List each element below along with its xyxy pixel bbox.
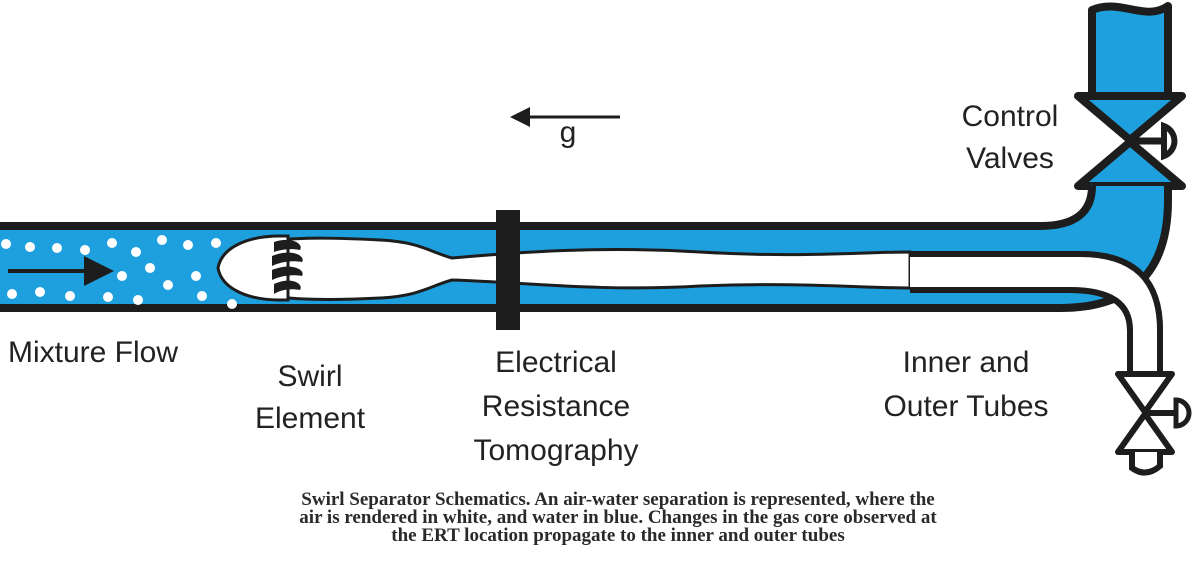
lower-valve-actuator-icon (1173, 397, 1192, 429)
ert-label-line3: Tomography (473, 434, 638, 467)
ert-label-line1: Electrical (495, 346, 617, 379)
swirl-element-label-line1: Swirl (278, 360, 343, 393)
ert-label-line2: Resistance (482, 390, 630, 423)
ert-sensor (496, 210, 520, 330)
control-valves-label-line2: Valves (966, 142, 1054, 175)
inner-outer-tubes (910, 251, 1163, 378)
caption-line3: the ERT location propagate to the inner … (391, 525, 844, 546)
upper-vertical-pipe (1088, 2, 1172, 104)
upper-valve-actuator-icon (1161, 121, 1178, 161)
control-valves-label-line1: Control (962, 100, 1059, 133)
caption-line1: Swirl Separator Schematics. An air-water… (301, 489, 934, 510)
tubes-label-line1: Inner and (903, 346, 1030, 379)
upper-control-valve (1074, 92, 1186, 190)
air-bubbles (1, 235, 237, 309)
mixture-flow-label: Mixture Flow (8, 336, 178, 369)
lower-control-valve (1115, 371, 1192, 476)
caption-line2: air is rendered in white, and water in b… (299, 507, 937, 528)
flow-arrow-icon (8, 256, 114, 286)
gravity-arrow-icon (510, 107, 620, 127)
tubes-label-line2: Outer Tubes (883, 390, 1048, 423)
gravity-label: g (560, 116, 577, 149)
swirl-element-label-line2: Element (255, 402, 366, 435)
swirl-element (216, 234, 303, 302)
